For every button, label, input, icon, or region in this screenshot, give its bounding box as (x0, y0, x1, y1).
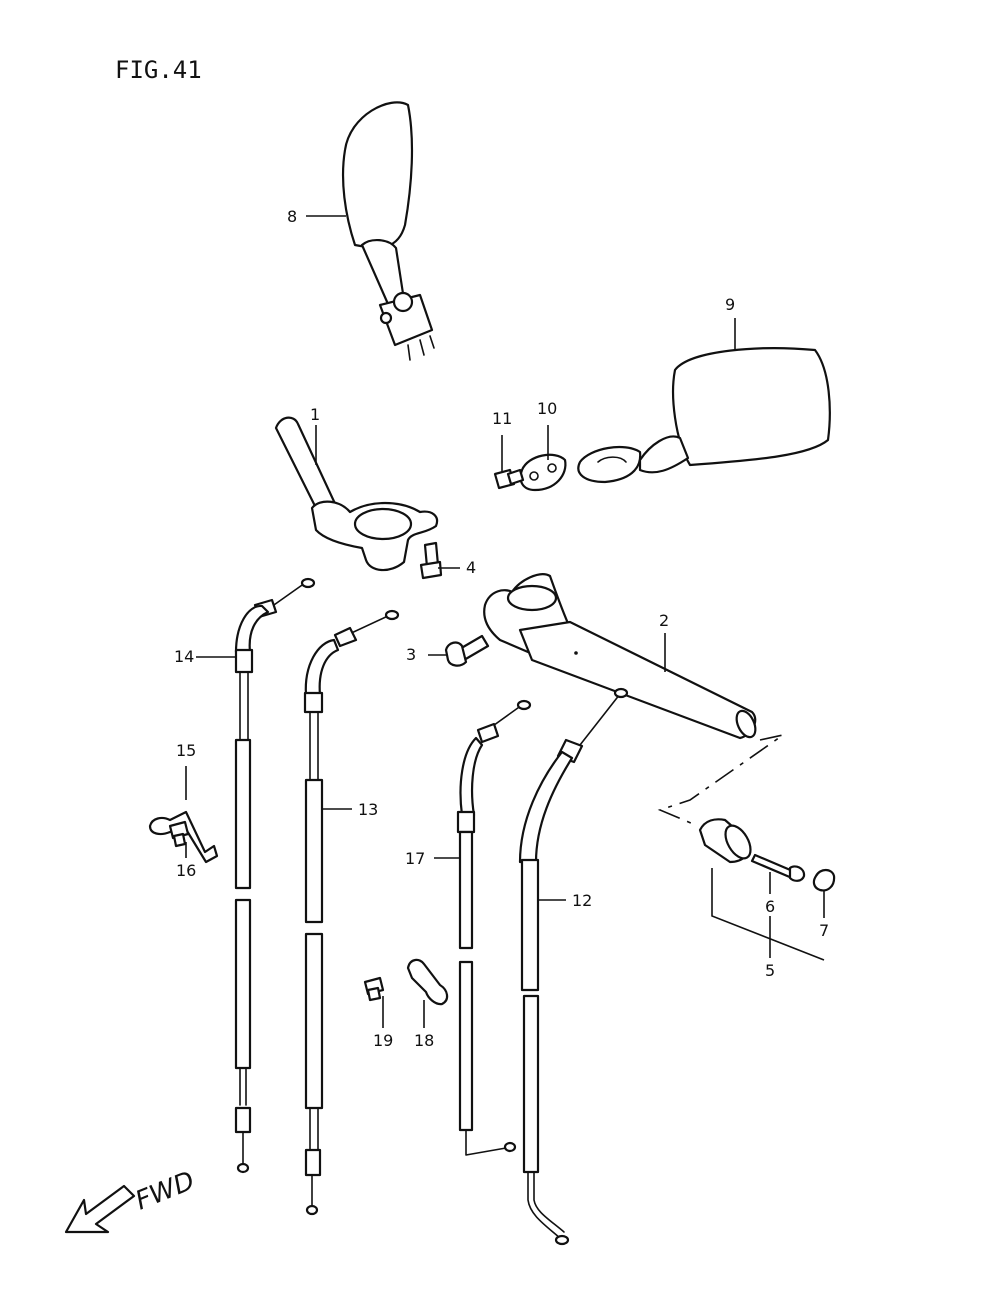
callout-16: 16 (176, 861, 196, 880)
callout-3: 3 (406, 645, 416, 664)
mirror-gasket (519, 453, 567, 492)
callout-12: 12 (572, 891, 592, 910)
mirror-bolt (493, 468, 525, 490)
figure-title: FIG.41 (115, 56, 202, 84)
handlebar-bolt-4 (419, 541, 443, 580)
clamp-bolt-19 (363, 976, 385, 1002)
callout-6: 6 (765, 897, 775, 916)
bar-end-weight (698, 818, 836, 892)
alignment-line (657, 734, 784, 827)
callout-2: 2 (659, 611, 669, 630)
callout-15: 15 (176, 741, 196, 760)
callout-4: 4 (466, 558, 476, 577)
cable-clamp-15 (148, 810, 219, 864)
callout-11: 11 (492, 409, 512, 428)
callout-18: 18 (414, 1031, 434, 1050)
clamp-bolt-16 (168, 820, 190, 848)
leader-lines (185, 215, 825, 1028)
cable-13 (303, 609, 400, 1216)
forward-arrow-icon (64, 1184, 136, 1234)
callout-1: 1 (310, 405, 320, 424)
callout-19: 19 (373, 1031, 393, 1050)
cable-12 (518, 687, 629, 1246)
right-handlebar (274, 416, 439, 572)
handlebar-bolt-3 (444, 634, 490, 667)
left-handlebar (483, 573, 757, 740)
callout-8: 8 (287, 207, 297, 226)
forward-label: FWD (131, 1166, 199, 1217)
right-mirror (577, 347, 831, 484)
assembly-bracket (711, 868, 825, 961)
left-mirror (341, 101, 435, 361)
cable-clamp-18 (406, 958, 449, 1006)
cable-17 (456, 699, 532, 1156)
callout-7: 7 (819, 921, 829, 940)
cable-14 (234, 577, 316, 1174)
callout-13: 13 (358, 800, 378, 819)
callout-10: 10 (537, 399, 557, 418)
callout-14: 14 (174, 647, 194, 666)
callout-9: 9 (725, 295, 735, 314)
callout-17: 17 (405, 849, 425, 868)
callout-5: 5 (765, 961, 775, 980)
